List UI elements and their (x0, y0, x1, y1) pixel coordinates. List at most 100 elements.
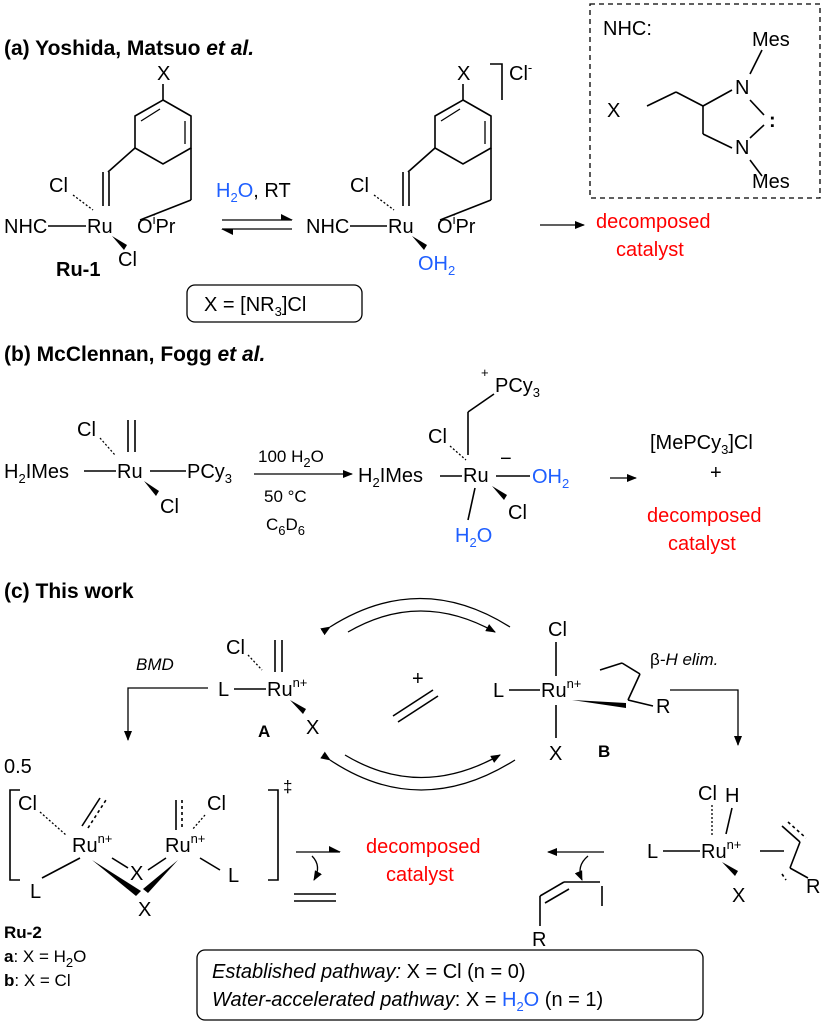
x-definition-box (186, 284, 363, 323)
x-definition: X = [NR3]Cl (204, 294, 306, 319)
nhc-structure-box: NHC: Mes N N : X Mes (589, 3, 821, 199)
hashed-bond (99, 437, 116, 456)
h2imes-label: H2IMes (4, 461, 69, 486)
cl-label: Cl (207, 793, 226, 815)
hydride-label: H (725, 785, 739, 807)
plus-sign: + (710, 462, 722, 484)
plus-charge: + (481, 365, 489, 380)
panel-c-header: (c) This work (4, 580, 134, 603)
ru-label: Ru (117, 461, 143, 483)
panel-a: (a) Yoshida, Matsuo et al. X Cl NHC Ru O… (4, 3, 821, 323)
h2imes-label: H2IMes (358, 465, 423, 490)
n-label: N (735, 77, 749, 99)
bond (147, 857, 167, 871)
bond (467, 393, 495, 413)
double-bond (87, 799, 107, 829)
bond (440, 108, 461, 122)
olefin-release-arrow (574, 855, 589, 881)
x-label: X (130, 863, 143, 885)
cycle-top-arrow-outer (320, 597, 511, 636)
ethylene-release-arrow (311, 855, 322, 881)
hashed-bond (449, 445, 467, 461)
cl-label: Cl (77, 419, 96, 441)
ru2-b-definition: b: X = Cl (4, 971, 71, 990)
oipr-label: OiPr (437, 212, 476, 238)
bond (439, 199, 492, 221)
carbene-dots: : (769, 110, 776, 132)
catalyst-text: catalyst (616, 239, 684, 261)
equilibrium-arrow: H2O, RT (216, 180, 293, 235)
cl-label: Cl (160, 496, 179, 518)
condition-water: 100 H2O (258, 447, 324, 470)
wedge-bond (412, 236, 427, 250)
decomposed-text: decomposed (647, 505, 762, 527)
hashed-bond (39, 811, 67, 836)
cl-label: Cl (18, 793, 37, 815)
bond (627, 673, 641, 701)
ru-label: Run+ (165, 831, 205, 857)
bond (140, 108, 161, 122)
hashed-bond (247, 654, 263, 671)
ethylene-bond (397, 695, 439, 723)
bond (725, 807, 733, 835)
bond (787, 821, 807, 839)
n-label: N (735, 137, 749, 159)
hashed-bond (373, 194, 395, 211)
label-b: B (598, 742, 610, 761)
ru1-complex: X Cl NHC Ru OiPr Cl Ru-1 (4, 63, 192, 281)
ligand-label: L (493, 680, 504, 702)
ru-label: Ru (388, 216, 414, 238)
x-label: X (157, 63, 170, 85)
ru-label: Run+ (701, 837, 741, 863)
hashed-bond (72, 194, 94, 211)
right-bracket (268, 789, 279, 881)
aqua-complex: X Cl- Cl NHC Ru OiPr OH2 (306, 60, 532, 278)
bond (749, 159, 763, 177)
bond (702, 133, 733, 149)
r-label: R (656, 696, 670, 718)
bond (627, 699, 654, 707)
x-label: X (549, 743, 562, 765)
ru2-label: Ru-2 (4, 923, 42, 942)
ru-label: Ru (87, 216, 113, 238)
bond (111, 857, 129, 869)
bond (139, 199, 192, 221)
bond (702, 89, 733, 107)
r-label: R (532, 929, 546, 951)
phosphonium-product: [MePCy3]Cl (650, 432, 753, 457)
aqua-label: OH2 (532, 466, 569, 491)
nhc-label: NHC (4, 216, 47, 238)
bond (781, 825, 801, 843)
ligand-label: L (228, 865, 239, 887)
cl-label: Cl (350, 175, 369, 197)
benzene-ring (434, 99, 492, 165)
ru-label: Run+ (541, 676, 581, 702)
bond (599, 662, 623, 671)
oipr-label: OiPr (137, 212, 176, 238)
dagger: ‡ (283, 777, 292, 796)
condition-temperature: 50 °C (264, 487, 307, 506)
established-pathway: Established pathway: X = Cl (n = 0) (212, 961, 526, 983)
cl-label: Cl (49, 175, 68, 197)
ru1-label: Ru-1 (56, 259, 100, 281)
bond (781, 873, 787, 881)
complex-b: Cl L Run+ R X B (493, 619, 670, 765)
aqua-label: OH2 (418, 253, 455, 278)
pcy3-label: PCy3 (495, 375, 540, 400)
ligand-label: L (218, 679, 229, 701)
bond (199, 857, 221, 871)
bond (107, 147, 136, 173)
ru-label: Run+ (72, 831, 112, 857)
cycle-bottom-arrow-outer (320, 751, 516, 791)
bond (789, 867, 809, 879)
bond (621, 662, 641, 675)
benzene-ring (134, 99, 192, 165)
cycle-bottom-arrow-inner (344, 754, 501, 779)
wedge-bond (144, 481, 159, 496)
grubbs-complex: Cl H2IMes Ru PCy3 Cl (4, 419, 232, 518)
panel-a-header: (a) Yoshida, Matsuo et al. (4, 37, 254, 60)
x-label: X (607, 100, 620, 122)
ru-label: Run+ (267, 675, 307, 701)
mes-label: Mes (752, 29, 790, 51)
